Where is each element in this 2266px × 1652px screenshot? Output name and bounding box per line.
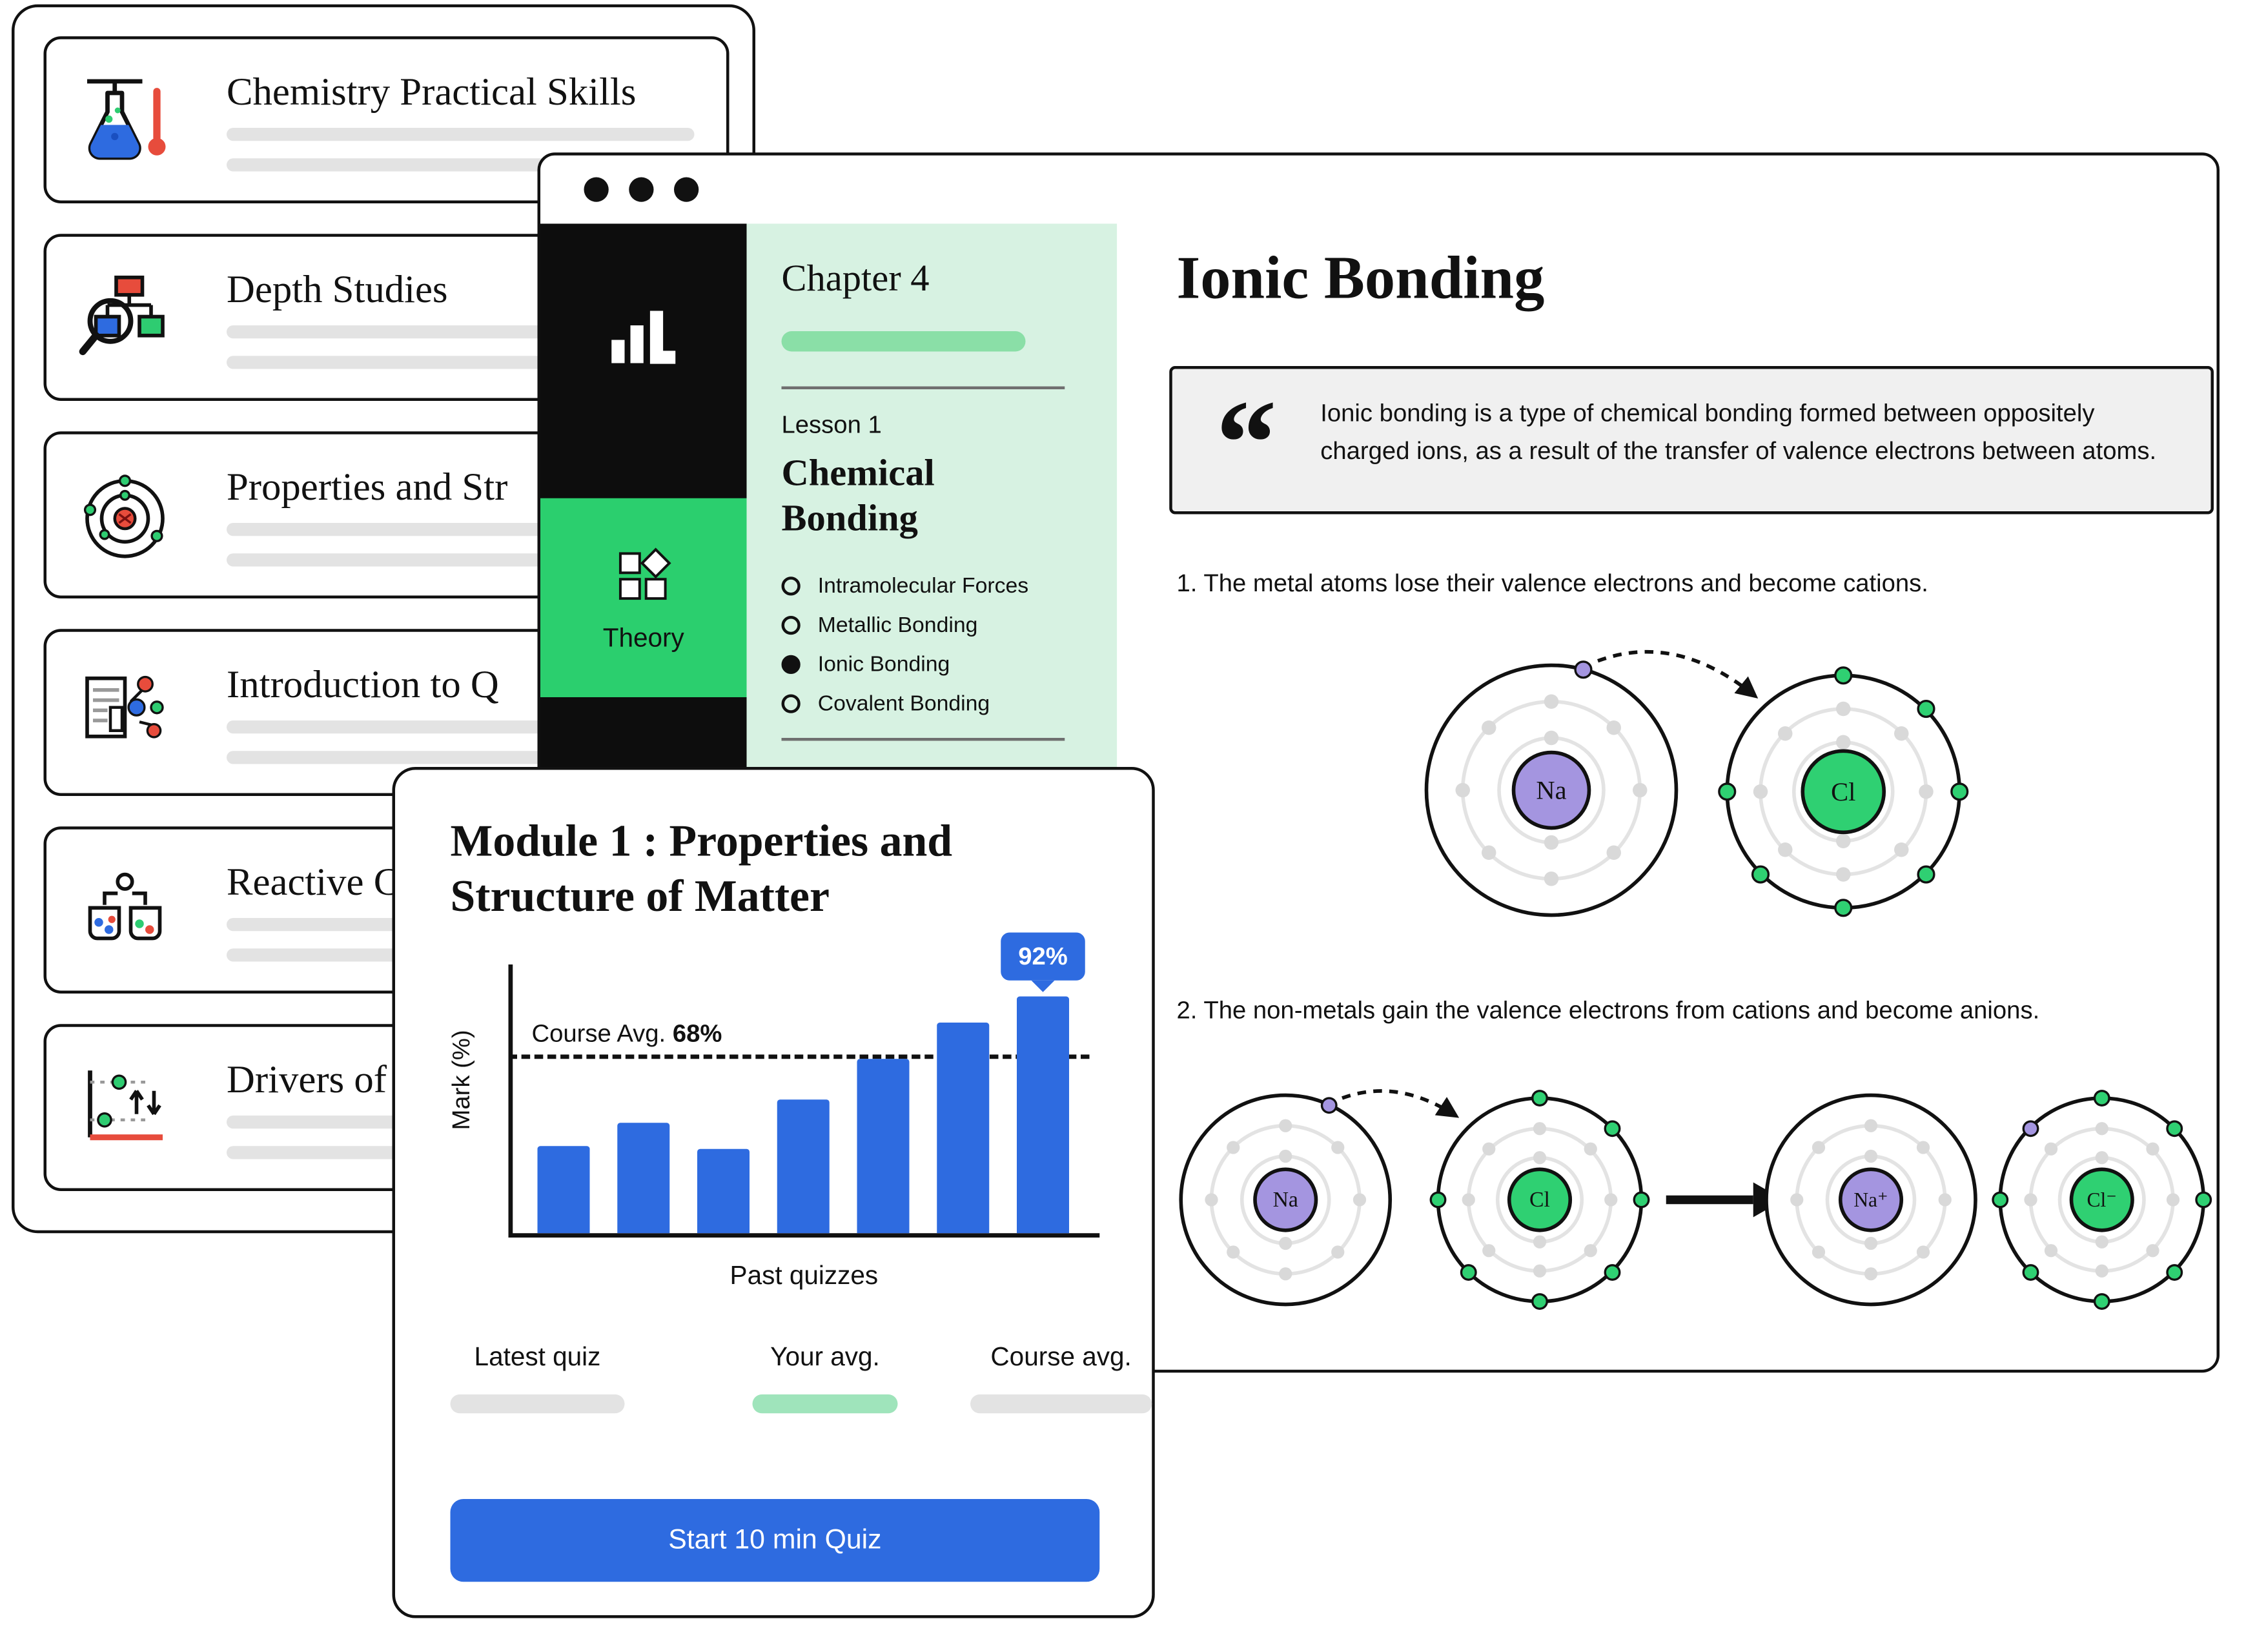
topic-item-intramolecular-forces[interactable]: Intramolecular Forces	[781, 567, 1118, 606]
placeholder-line	[227, 355, 593, 369]
course-title: Depth Studies	[227, 266, 448, 311]
topic-label: Ionic Bonding	[817, 653, 950, 678]
window-control-dot[interactable]	[674, 177, 699, 202]
y-axis	[508, 964, 513, 1238]
placeholder-line	[227, 127, 695, 141]
start-quiz-button[interactable]: Start 10 min Quiz	[450, 1499, 1100, 1582]
course-title: Drivers of	[227, 1056, 387, 1101]
quote-icon: “	[1216, 376, 1277, 511]
drivers-chart-icon	[88, 1070, 163, 1140]
window-control-dot[interactable]	[584, 177, 609, 202]
step-2-text: 2. The non-metals gain the valence elect…	[1176, 996, 2040, 1025]
na-label: Na	[1536, 776, 1566, 805]
divider	[781, 738, 1065, 742]
lesson-label: Lesson 1	[781, 411, 882, 439]
lesson-content: Ionic Bonding “ Ionic bonding is a type …	[1117, 223, 2217, 1369]
electron-transfer-diagram-1: Na C	[1424, 649, 1969, 917]
legend-latest-quiz: Latest quiz	[450, 1342, 625, 1414]
legend-your-avg: Your avg.	[752, 1342, 898, 1414]
sidebar-item-label: Theory	[602, 622, 684, 652]
course-title: Introduction to Q	[227, 661, 499, 706]
course-card-chemistry-practical-skills[interactable]: Chemistry Practical Skills	[43, 36, 730, 203]
gained-electron	[2022, 1120, 2039, 1137]
placeholder-line	[227, 553, 593, 566]
module-title: Module 1 : Properties and Structure of M…	[450, 815, 953, 921]
step-1-text: 1. The metal atoms lose their valence el…	[1176, 569, 1928, 597]
chemistry-flask-icon	[87, 78, 166, 159]
quiz-bar-2	[617, 1123, 670, 1234]
placeholder-line	[227, 750, 593, 764]
quiz-bar-7	[1017, 996, 1069, 1234]
svg-text:Na: Na	[1273, 1188, 1298, 1212]
legend-pill	[970, 1394, 1152, 1414]
quantitative-doc-icon	[85, 675, 164, 738]
quiz-bars	[537, 996, 1069, 1234]
bar-chart-logo-icon	[611, 311, 676, 364]
quiz-marks-chart: Course Avg. 68% 92%	[508, 932, 1100, 1238]
legend-course-avg: Course avg.	[970, 1342, 1152, 1414]
na-atom: Na	[1179, 1093, 1393, 1307]
divider	[781, 386, 1065, 389]
valence-electron	[1574, 660, 1593, 679]
window-titlebar	[540, 156, 2217, 224]
cl-label: Cl	[1831, 777, 1855, 806]
na-atom: Na	[1424, 660, 1679, 917]
module-summary-card: Module 1 : Properties and Structure of M…	[392, 767, 1155, 1618]
svg-text:Cl: Cl	[1529, 1188, 1550, 1212]
quiz-bar-5	[857, 1059, 910, 1234]
course-title: Chemistry Practical Skills	[227, 68, 637, 113]
topic-label: Metallic Bonding	[817, 613, 978, 638]
definition-quote-box: “ Ionic bonding is a type of chemical bo…	[1169, 366, 2214, 515]
topic-label: Covalent Bonding	[817, 691, 990, 717]
course-title: Reactive C	[227, 859, 400, 903]
quiz-bar-6	[937, 1023, 990, 1234]
definition-text: Ionic bonding is a type of chemical bond…	[1320, 399, 2157, 464]
page-title: Ionic Bonding	[1176, 245, 1545, 312]
svg-text:Na⁺: Na⁺	[1853, 1188, 1888, 1211]
depth-studies-icon	[79, 274, 165, 354]
quiz-bar-4	[777, 1099, 830, 1234]
quiz-bar-3	[697, 1148, 750, 1234]
topic-item-metallic-bonding[interactable]: Metallic Bonding	[781, 606, 1118, 646]
course-avg-line	[508, 1054, 1090, 1059]
topic-item-covalent-bonding[interactable]: Covalent Bonding	[781, 685, 1118, 724]
topic-dot	[781, 655, 801, 675]
chart-x-label: Past quizzes	[730, 1261, 879, 1290]
chapter-progress-bar	[781, 331, 1026, 352]
ion-formation-diagram-2: Na C	[1179, 1089, 2212, 1310]
atom-structure-icon	[83, 474, 165, 558]
course-title: Properties and Str	[227, 464, 508, 508]
top-score-callout: 92%	[1001, 932, 1085, 992]
topic-dot	[781, 695, 801, 714]
na-cation: Na⁺	[1764, 1093, 1977, 1307]
transfer-arrow	[1597, 649, 1759, 699]
app-logo	[540, 300, 747, 381]
placeholder-line	[227, 158, 593, 171]
x-axis	[508, 1233, 1100, 1238]
theory-modules-icon	[618, 547, 671, 599]
cl-atom: Cl	[1718, 666, 1969, 917]
legend-pill	[450, 1394, 625, 1414]
legend-pill	[752, 1394, 898, 1414]
window-control-dot[interactable]	[629, 177, 654, 202]
reactive-cells-icon	[88, 872, 162, 940]
cl-atom: Cl	[1429, 1090, 1650, 1310]
transfer-arrow	[1342, 1089, 1460, 1118]
cl-anion: Cl⁻	[1992, 1090, 2212, 1310]
topic-list: Intramolecular Forces Metallic Bonding I…	[781, 567, 1118, 724]
quiz-bar-1	[537, 1146, 590, 1234]
course-avg-label: Course Avg. 68%	[531, 1019, 722, 1048]
valence-electron	[1320, 1097, 1338, 1114]
sidebar-item-theory[interactable]: Theory	[540, 498, 747, 697]
topic-dot	[781, 616, 801, 636]
lesson-title: Chemical Bonding	[781, 451, 935, 539]
topic-label: Intramolecular Forces	[817, 574, 1029, 599]
chapter-title: Chapter 4	[781, 257, 930, 300]
topic-dot	[781, 577, 801, 597]
topic-item-ionic-bonding[interactable]: Ionic Bonding	[781, 646, 1118, 685]
chart-y-label: Mark (%)	[447, 1030, 475, 1130]
svg-text:Cl⁻: Cl⁻	[2087, 1188, 2117, 1211]
